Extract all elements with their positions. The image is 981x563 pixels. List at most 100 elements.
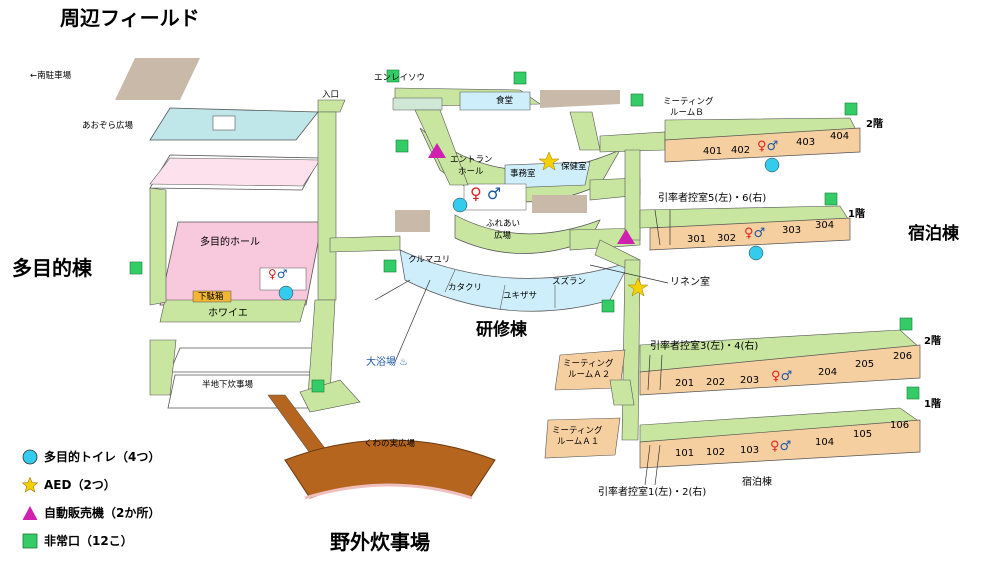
room-102: 102: [706, 447, 726, 458]
meeting-a2-label-1: ミーティング: [563, 359, 614, 369]
vending-machine-triangle-icon: [22, 505, 38, 520]
entrance-label: 入口: [322, 90, 340, 100]
south-parking-label: ←南駐車場: [30, 71, 72, 81]
semi-basement-label: 半地下炊事場: [202, 380, 254, 390]
emergency-exit-square-icon: [22, 533, 38, 548]
room-301: 301: [687, 234, 707, 245]
leader-room-12-label: 引率者控室1(左)・2(右): [598, 487, 707, 498]
restroom-icon: ♀♂: [757, 139, 779, 154]
multipurpose-building-label: 多目的棟: [12, 256, 92, 280]
foyer-label: ホワイエ: [208, 308, 248, 319]
floor-1-label-b: 1階: [924, 399, 941, 410]
room-106: 106: [890, 420, 910, 431]
kuwanomi-label: くわの実広場: [364, 439, 416, 449]
linen-room-label: リネン室: [670, 277, 710, 288]
dining-label: 食堂: [496, 96, 514, 106]
room-403: 403: [796, 137, 816, 148]
legend-label: 自動販売機（2か所）: [44, 506, 161, 520]
multipurpose-toilet-circle-icon: [748, 245, 764, 261]
entrance-hall-label-1: エントラン: [450, 155, 493, 165]
outdoor-cooking-label: 野外炊事場: [330, 530, 430, 554]
legend-item-toilet: 多目的トイレ（4つ）: [22, 448, 160, 465]
emergency-exit-squares: [129, 69, 920, 400]
room-205: 205: [855, 359, 875, 370]
floor-1-label-a: 1階: [848, 209, 865, 220]
room-103: 103: [740, 445, 760, 456]
emergency-exit-square-icon: [899, 317, 913, 331]
yukizasa-label: ユキザサ: [503, 291, 538, 301]
legend-item-aed: AED（2つ）: [22, 476, 116, 493]
fureai-label-2: 広場: [494, 231, 512, 241]
health-room-label: 保健室: [561, 162, 587, 172]
restroom-icon: ♀ ♂: [470, 184, 502, 203]
room-302: 302: [717, 233, 737, 244]
restroom-icon: ♀♂: [771, 369, 793, 384]
aed-star-icon: [22, 476, 38, 493]
bath-label: 大浴場 ♨: [366, 357, 409, 368]
multipurpose-toilet-circle-icon: [22, 449, 38, 464]
legend-label: 非常口（12こ）: [44, 534, 133, 548]
emergency-exit-square-icon: [395, 139, 409, 153]
multipurpose-hall-area: [159, 221, 323, 306]
room-101: 101: [675, 448, 695, 459]
multipurpose-toilet-circle-icon: [278, 285, 294, 301]
fureai-label-1: ふれあい: [486, 219, 521, 229]
entrance-hall-label-2: ホール: [458, 167, 484, 177]
meeting-b-label-1: ミーティング: [663, 97, 714, 107]
emergency-exit-square-icon: [630, 93, 644, 107]
office-label: 事務室: [510, 169, 536, 179]
emergency-exit-square-icon: [601, 299, 615, 313]
room-203: 203: [740, 375, 760, 386]
legend-item-vending: 自動販売機（2か所）: [22, 504, 160, 521]
suzuran-label: スズラン: [552, 277, 587, 287]
multipurpose-toilet-circle-icon: [452, 197, 468, 213]
kurumayuri-label: クルマユリ: [408, 255, 451, 265]
shoe-box-label: 下駄箱: [198, 292, 224, 302]
enreisou-label: エンレイソウ: [374, 73, 426, 83]
room-201: 201: [675, 378, 695, 389]
multipurpose-toilet-circle-icon: [764, 157, 780, 173]
restroom-icon: ♀♂: [744, 226, 766, 241]
room-202: 202: [706, 377, 726, 388]
floor-2-label-a: 2階: [866, 119, 883, 130]
katakuri-label: カタクリ: [448, 283, 483, 293]
leader-room-34-label: 引率者控室3(左)・4(右): [650, 341, 759, 352]
meeting-a1-label-2: ルームＡ１: [557, 437, 600, 447]
south-parking-area: [115, 58, 200, 100]
room-204: 204: [818, 367, 838, 378]
room-104: 104: [815, 437, 835, 448]
lodging-sub-label: 宿泊棟: [742, 477, 772, 488]
emergency-exit-square-icon: [383, 259, 397, 273]
lodging-building-label: 宿泊棟: [908, 224, 959, 244]
multipurpose-hall-label: 多目的ホール: [200, 237, 260, 248]
leader-room-56-label: 引率者控室5(左)・6(右): [658, 193, 767, 204]
emergency-exit-square-icon: [129, 261, 143, 275]
room-402: 402: [731, 145, 751, 156]
room-404: 404: [830, 131, 850, 142]
emergency-exit-square-icon: [906, 386, 920, 400]
restroom-icon: ♀♂: [268, 267, 288, 281]
floor-2-label-b: 2階: [924, 336, 941, 347]
emergency-exit-square-icon: [844, 102, 858, 116]
room-304: 304: [815, 220, 835, 231]
meeting-b-label-2: ルームＢ: [670, 108, 704, 118]
emergency-exit-square-icon: [311, 379, 325, 393]
aed-star-icon: [538, 151, 560, 171]
meeting-a1-label-1: ミーティング: [552, 426, 603, 436]
restroom-icon: ♀♂: [770, 439, 792, 454]
vending-machine-triangle-icon: [617, 229, 635, 244]
emergency-exit-square-icon: [824, 192, 838, 206]
legend-label: 多目的トイレ（4つ）: [44, 450, 161, 464]
legend-label: AED（2つ）: [44, 478, 116, 492]
room-105: 105: [853, 429, 873, 440]
room-401: 401: [703, 146, 723, 157]
emergency-exit-square-icon: [513, 71, 527, 85]
emergency-exit-square-icon: [386, 69, 400, 83]
training-building-label: 研修棟: [476, 320, 527, 340]
room-303: 303: [782, 225, 802, 236]
map-title: 周辺フィールド: [60, 6, 200, 30]
room-206: 206: [893, 351, 913, 362]
meeting-a2-label-2: ルームＡ２: [568, 370, 611, 380]
